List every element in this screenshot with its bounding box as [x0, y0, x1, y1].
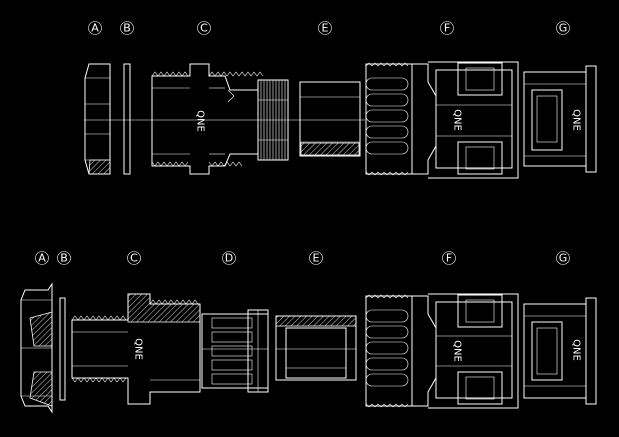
bottom-label-a: A — [35, 251, 49, 265]
top-part-b-washer — [123, 63, 131, 175]
bottom-part-e-seal — [275, 315, 357, 381]
svg-text:C: C — [130, 252, 138, 265]
svg-text:E: E — [313, 252, 320, 265]
svg-text:QNE: QNE — [452, 109, 463, 131]
bottom-label-e: E — [309, 251, 323, 265]
svg-text:G: G — [559, 22, 568, 35]
top-label-c: C — [197, 21, 211, 35]
bottom-row-assembly: A B C D E F G — [20, 251, 597, 414]
svg-text:A: A — [38, 252, 46, 265]
svg-text:QNE: QNE — [133, 338, 144, 360]
bottom-part-b-washer — [59, 297, 66, 401]
top-part-c-gland-body: QNE — [151, 63, 289, 175]
bottom-label-d: D — [222, 251, 236, 265]
svg-text:QNE: QNE — [571, 109, 582, 131]
svg-text:QNE: QNE — [452, 340, 463, 362]
svg-text:G: G — [559, 252, 568, 265]
svg-text:B: B — [60, 252, 68, 265]
top-label-e: E — [318, 21, 332, 35]
bottom-label-g: G — [556, 251, 570, 265]
svg-text:F: F — [444, 22, 450, 35]
bottom-part-d-claw — [201, 309, 269, 393]
top-label-f: F — [440, 21, 454, 35]
top-label-a: A — [88, 21, 102, 35]
svg-text:D: D — [225, 252, 233, 265]
svg-text:QNE: QNE — [195, 110, 206, 132]
svg-text:QNE: QNE — [571, 339, 582, 361]
top-label-b: B — [120, 21, 134, 35]
svg-text:B: B — [123, 22, 131, 35]
top-part-e-seal — [299, 81, 361, 157]
svg-text:A: A — [91, 22, 99, 35]
svg-text:E: E — [322, 22, 329, 35]
top-row-assembly: A B C E F G — [84, 21, 597, 179]
bottom-part-f-cap-nut: QNE — [365, 293, 519, 409]
top-label-g: G — [556, 21, 570, 35]
top-part-f-cap-nut: QNE — [365, 61, 519, 179]
top-part-a-locknut — [84, 63, 111, 175]
bottom-part-g-connector: QNE — [523, 297, 597, 405]
bottom-part-a-locknut — [20, 282, 53, 414]
bottom-label-c: C — [127, 251, 141, 265]
bottom-label-f: F — [442, 251, 456, 265]
top-part-g-connector: QNE — [523, 65, 597, 173]
svg-text:C: C — [200, 22, 208, 35]
bottom-label-b: B — [57, 251, 71, 265]
svg-text:F: F — [446, 252, 452, 265]
bottom-part-c-gland-body: QNE — [71, 293, 201, 405]
